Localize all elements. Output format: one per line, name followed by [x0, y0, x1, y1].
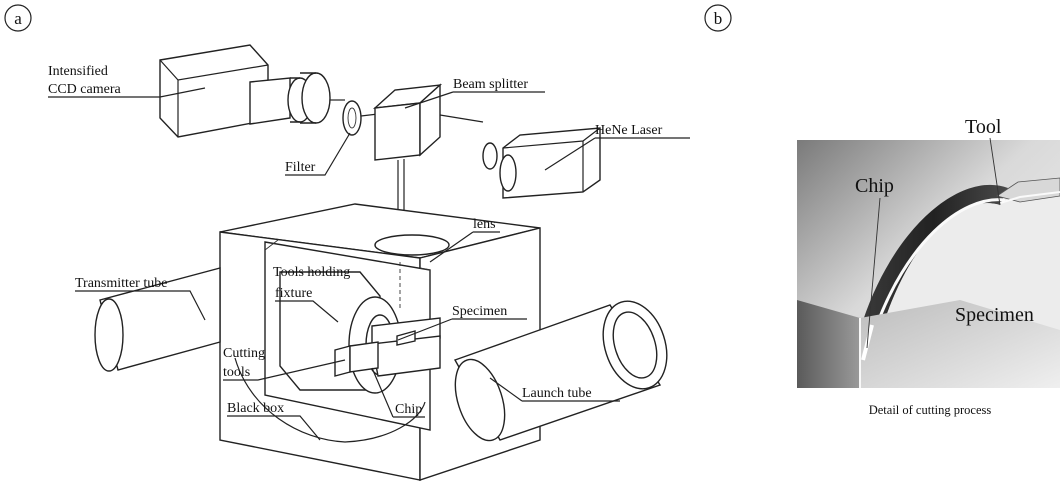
- label-hene-laser: HeNe Laser: [544, 123, 690, 171]
- label-filter: Filter: [285, 132, 351, 176]
- label-beam-splitter-text: Beam splitter: [453, 77, 528, 92]
- label-black-box: Black box: [227, 401, 321, 441]
- label-filter-text: Filter: [285, 160, 316, 175]
- label-camera: Intensified CCD camera: [48, 64, 206, 98]
- label-camera-line1: Intensified: [48, 64, 108, 79]
- label-launch-tube-text: Launch tube: [522, 386, 592, 401]
- label-specimen-b: Specimen: [955, 304, 1034, 326]
- panel-a-marker-text: a: [14, 9, 22, 28]
- transmitter-tube-drawing: [94, 267, 221, 372]
- ccd-camera-drawing: [159, 44, 345, 138]
- label-tool: Tool: [965, 116, 1002, 138]
- beam-splitter-drawing: [372, 83, 484, 161]
- label-cutting-tools-line1: Cutting: [223, 346, 265, 361]
- label-transmitter-tube: Transmitter tube: [75, 276, 206, 321]
- filter-drawing: [342, 100, 379, 136]
- label-specimen-text: Specimen: [452, 304, 507, 319]
- label-tools-holding-line1: Tools holding: [273, 265, 350, 280]
- label-tools-holding-line2: fixture: [275, 286, 312, 301]
- label-chip-text: Chip: [395, 402, 422, 417]
- label-chip-b: Chip: [855, 175, 894, 197]
- panel-b-marker-text: b: [714, 9, 723, 28]
- label-tools-holding: Tools holding fixture: [273, 265, 350, 323]
- label-launch-tube: Launch tube: [489, 377, 620, 402]
- label-chip: Chip: [371, 367, 425, 418]
- label-transmitter-tube-text: Transmitter tube: [75, 276, 167, 291]
- label-cutting-tools-line2: tools: [223, 365, 250, 380]
- leader-chip-b: [866, 197, 881, 349]
- fixture-drawing: [279, 271, 441, 394]
- panel-b-marker: b: [704, 4, 732, 32]
- panel-a-marker: a: [4, 4, 32, 32]
- label-lens: lens: [429, 217, 500, 263]
- panel-a: a: [4, 4, 690, 481]
- label-black-box-text: Black box: [227, 401, 284, 416]
- label-lens-text: lens: [473, 217, 496, 232]
- panel-b: b Tool Chip Specimen Detail of cutting: [704, 4, 1060, 417]
- leader-tool: [989, 137, 1001, 206]
- label-hene-laser-text: HeNe Laser: [595, 123, 663, 138]
- label-camera-line2: CCD camera: [48, 82, 121, 97]
- label-specimen: Specimen: [397, 304, 527, 341]
- caption-b: Detail of cutting process: [869, 403, 992, 417]
- label-beam-splitter: Beam splitter: [404, 77, 545, 109]
- label-cutting-tools: Cutting tools: [223, 346, 346, 381]
- hene-laser-drawing: [482, 127, 601, 199]
- cutting-detail-image: [797, 140, 1060, 388]
